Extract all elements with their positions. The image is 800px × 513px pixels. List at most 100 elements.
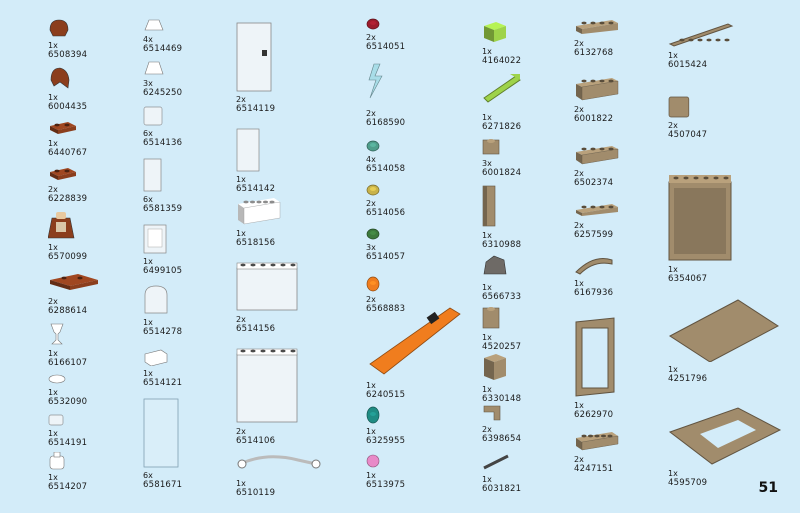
- part-number: 6132768: [574, 48, 614, 58]
- plateframe-icon: [668, 407, 782, 465]
- part-quantity: 1x: [143, 257, 153, 266]
- corner-icon: [483, 405, 501, 421]
- brick14-icon: [576, 78, 619, 101]
- part-quantity: 1x: [482, 333, 492, 342]
- part-quantity: 2x: [366, 33, 376, 42]
- panel-icon: [143, 158, 162, 192]
- part-number: 6566733: [482, 292, 522, 302]
- stud-icon: [366, 140, 380, 152]
- stud-icon: [366, 276, 380, 292]
- brick14-icon: [576, 146, 619, 165]
- head-icon: [49, 452, 65, 470]
- part-number: 6240515: [366, 390, 406, 400]
- part-number: 6398654: [482, 434, 522, 444]
- tall-icon: [482, 185, 496, 227]
- part-quantity: 1x: [143, 369, 153, 378]
- stud-icon: [366, 18, 380, 30]
- tile-icon: [668, 96, 690, 118]
- part-quantity: 1x: [236, 479, 246, 488]
- part-quantity: 1x: [668, 469, 678, 478]
- part-number: 6514106: [236, 436, 276, 446]
- part-number: 6257599: [574, 230, 614, 240]
- part-number: 6262970: [574, 410, 614, 420]
- part-quantity: 4x: [366, 155, 376, 164]
- part-quantity: 1x: [482, 231, 492, 240]
- part-quantity: 1x: [48, 473, 58, 482]
- plate16-icon: [668, 23, 734, 47]
- part-quantity: 6x: [143, 129, 153, 138]
- part-number: 6330148: [482, 394, 522, 404]
- stud-icon: [366, 184, 380, 196]
- part-quantity: 2x: [236, 427, 246, 436]
- doorframe-icon: [575, 317, 615, 397]
- part-number: 6570099: [48, 252, 88, 262]
- part-number: 6166107: [48, 358, 88, 368]
- part-quantity: 1x: [48, 139, 58, 148]
- brick16-icon: [576, 432, 619, 451]
- plate14-icon: [576, 20, 618, 34]
- plate12-icon: [50, 168, 76, 180]
- part-quantity: 2x: [574, 105, 584, 114]
- part-quantity: 1x: [668, 365, 678, 374]
- flower-icon: [366, 454, 380, 468]
- slope-icon: [144, 61, 164, 75]
- liftarm-icon: [483, 74, 521, 103]
- part-number: 6015424: [668, 60, 708, 70]
- plate12-icon: [50, 122, 76, 134]
- part-number: 6001822: [574, 114, 614, 124]
- part-quantity: 2x: [574, 455, 584, 464]
- part-number: 4520257: [482, 342, 522, 352]
- part-quantity: 2x: [668, 121, 678, 130]
- part-number: 6168590: [366, 118, 406, 128]
- brick12-icon: [484, 22, 506, 42]
- part-number: 6325955: [366, 436, 406, 446]
- brick11-icon: [482, 307, 500, 329]
- part-number: 6001824: [482, 168, 522, 178]
- part-quantity: 1x: [366, 471, 376, 480]
- part-number: 4595709: [668, 478, 708, 488]
- part-number: 6514119: [236, 104, 276, 114]
- plate88-icon: [669, 299, 779, 362]
- part-quantity: 2x: [236, 315, 246, 324]
- part-quantity: 6x: [143, 195, 153, 204]
- part-quantity: 1x: [236, 175, 246, 184]
- part-number: 6228839: [48, 194, 88, 204]
- part-number: 6514056: [366, 208, 406, 218]
- arch-icon: [575, 258, 613, 275]
- bracket-icon: [144, 349, 168, 366]
- brick11-icon: [482, 139, 500, 155]
- part-number: 6514051: [366, 42, 406, 52]
- part-quantity: 2x: [574, 39, 584, 48]
- part-number: 6514207: [48, 482, 88, 492]
- part-number: 6510119: [236, 488, 276, 498]
- plate24-icon: [50, 274, 98, 290]
- part-number: 6004435: [48, 102, 88, 112]
- goblet-icon: [50, 323, 64, 345]
- part-quantity: 3x: [143, 79, 153, 88]
- part-quantity: 1x: [482, 47, 492, 56]
- lid-icon: [48, 374, 66, 384]
- part-quantity: 1x: [668, 51, 678, 60]
- torso-icon: [48, 212, 75, 239]
- part-number: 6310988: [482, 240, 522, 250]
- glass-icon: [143, 398, 179, 468]
- part-quantity: 4x: [143, 35, 153, 44]
- brick16-icon: [238, 198, 281, 225]
- part-quantity: 2x: [236, 95, 246, 104]
- part-number: 6271826: [482, 122, 522, 132]
- bar-icon: [483, 454, 509, 470]
- part-quantity: 1x: [482, 385, 492, 394]
- frame-icon: [236, 262, 298, 311]
- part-quantity: 1x: [482, 113, 492, 122]
- part-quantity: 6x: [143, 471, 153, 480]
- part-quantity: 1x: [48, 388, 58, 397]
- part-quantity: 1x: [143, 318, 153, 327]
- rock-icon: [483, 255, 507, 275]
- part-number: 6245250: [143, 88, 183, 98]
- part-number: 6518156: [236, 238, 276, 248]
- part-quantity: 1x: [668, 265, 678, 274]
